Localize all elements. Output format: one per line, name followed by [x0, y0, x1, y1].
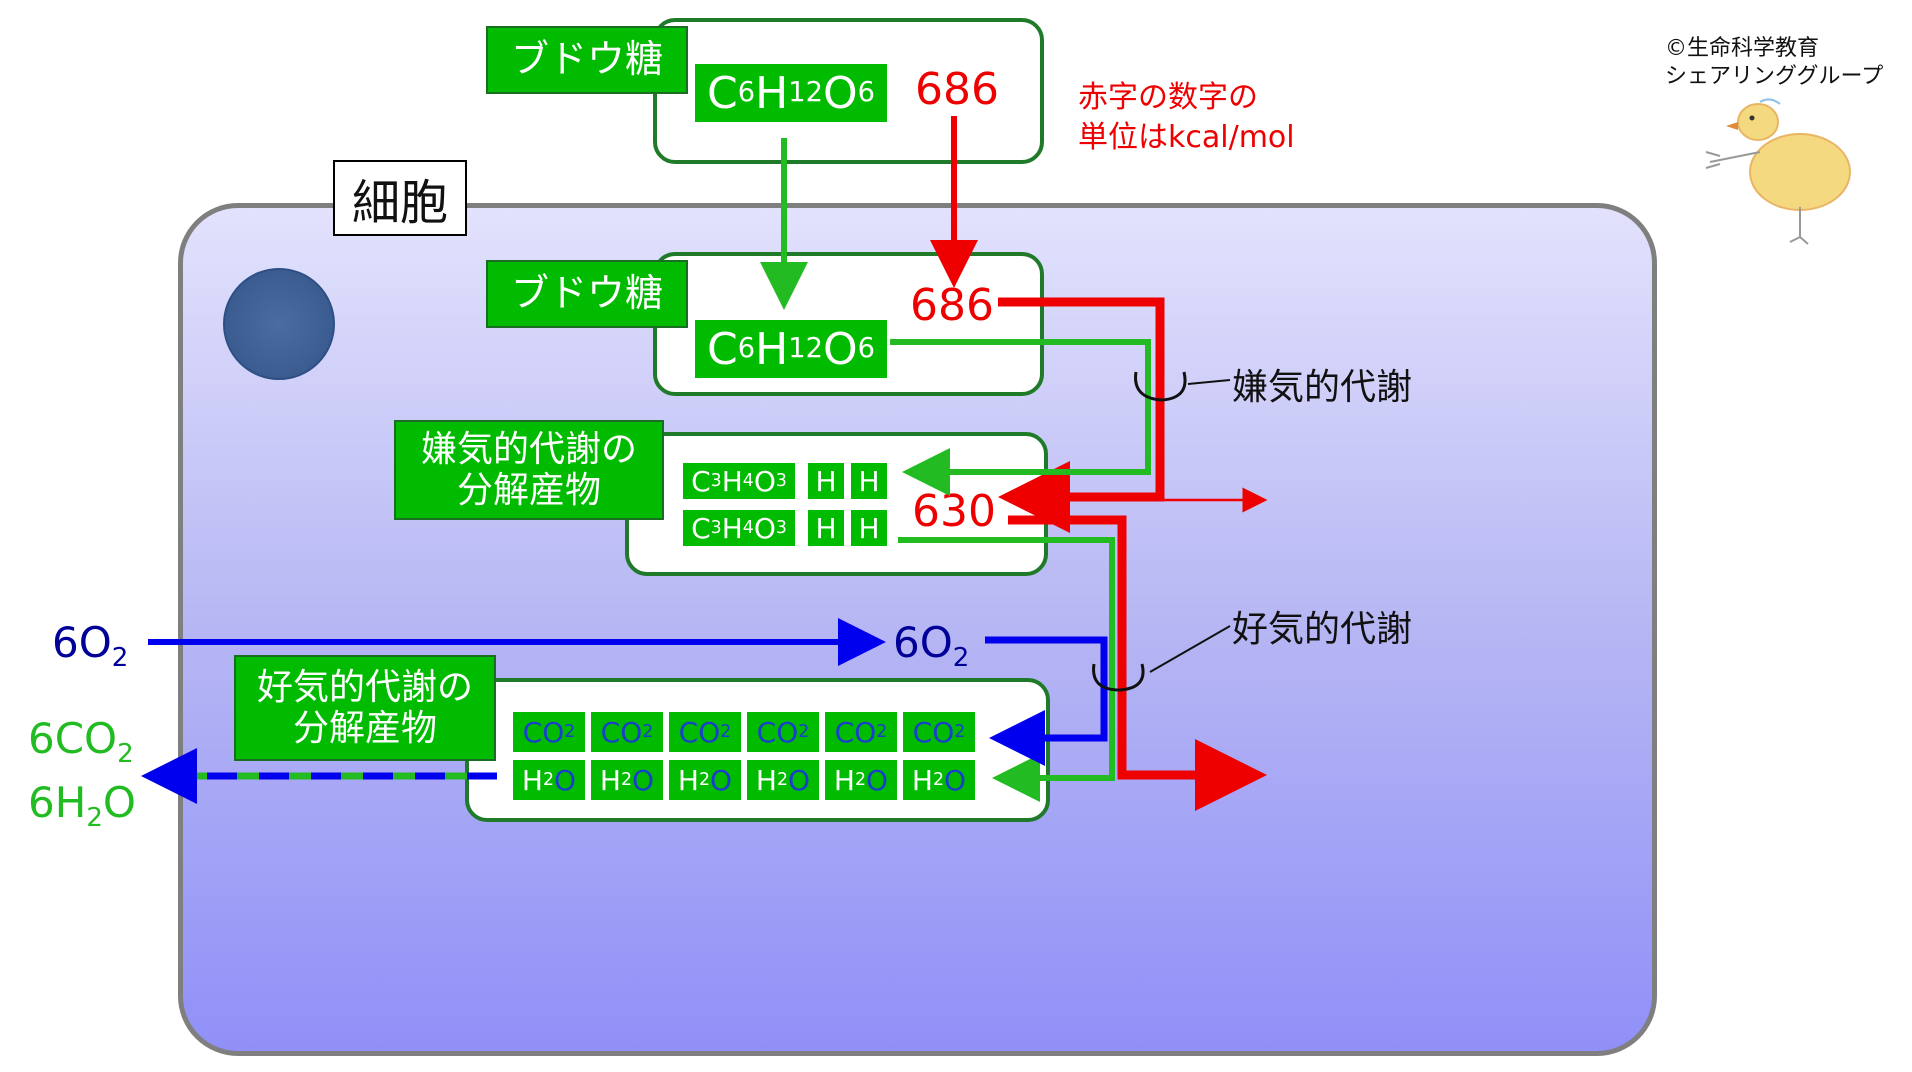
anaerobic-label: 嫌気的代謝 [1232, 367, 1413, 408]
aerobic-products-label-line2: 分解産物 [292, 708, 437, 749]
anaerobic-products-label: 嫌気的代謝の 分解産物 [394, 420, 664, 520]
anaerobic-products-label-line1: 嫌気的代謝の [420, 428, 637, 470]
nucleus [223, 268, 335, 380]
bracket-aerobic [1092, 663, 1145, 692]
copyright-line1: ©生命科学教育 [1665, 36, 1820, 61]
glucose-inside-label: ブドウ糖 [486, 260, 688, 328]
cell-label: 細胞 [333, 160, 467, 236]
chick-mascot-icon [1705, 98, 1851, 245]
anaerobic-products-label-line2: 分解産物 [456, 470, 601, 511]
arrow-energy-aerobic [1008, 515, 1267, 811]
output-h2o: 6H2O [28, 778, 136, 834]
anaerobic-products-box [625, 432, 1048, 576]
oxygen-inside: 6O2 [893, 618, 970, 674]
bracket-anaerobic [1134, 371, 1187, 402]
aerobic-products-label-line1: 好気的代謝の [256, 666, 473, 708]
output-co2: 6CO2 [28, 714, 134, 770]
unit-note: 赤字の数字の 単位はkcal/mol [1078, 78, 1295, 158]
unit-note-line1: 赤字の数字の [1078, 80, 1258, 115]
hydrogen-chip-2b: H [851, 510, 887, 546]
arrow-oxygen-aerobic [985, 636, 1108, 766]
copyright-line2: シェアリンググループ [1665, 64, 1884, 89]
hydrogen-chip-1b: H [851, 463, 887, 499]
aerobic-products-label: 好気的代謝の 分解産物 [234, 655, 496, 761]
glucose-outside-label: ブドウ糖 [486, 26, 688, 94]
aerobic-label: 好気的代謝 [1232, 609, 1413, 650]
hydrogen-chip-1a: H [808, 463, 844, 499]
energy-in-cell: 686 [910, 280, 994, 331]
oxygen-outside: 6O2 [52, 618, 129, 674]
unit-note-line2: 単位はkcal/mol [1078, 120, 1295, 155]
arrow-energy-anaerobic [998, 297, 1165, 533]
arrow-glucose-anaerobic [890, 339, 1151, 496]
leader-anaerobic [1187, 379, 1231, 385]
hydrogen-chip-2a: H [808, 510, 844, 546]
arrow-pyruvate-aerobic [898, 537, 1115, 802]
copyright: ©生命科学教育 シェアリンググループ [1665, 35, 1883, 91]
leader-aerobic [1149, 625, 1231, 673]
energy-initial: 686 [915, 64, 999, 115]
